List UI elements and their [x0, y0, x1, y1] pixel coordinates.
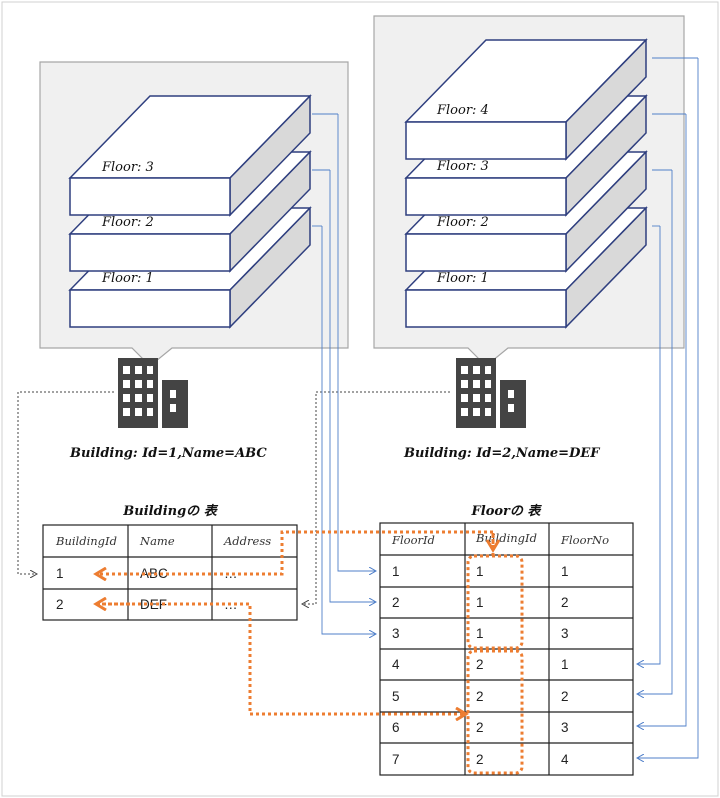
table-cell: 1: [392, 564, 400, 579]
floor-label: Floor: 2: [436, 215, 489, 230]
table-header: FloorNo: [560, 533, 609, 547]
table-cell: 3: [392, 626, 400, 641]
table-cell: 7: [392, 752, 400, 767]
table-header: FloorId: [391, 533, 435, 547]
table-cell: …: [224, 566, 238, 581]
table-cell: 2: [476, 657, 484, 672]
table-cell: 6: [392, 720, 400, 735]
floor-label: Floor: 1: [101, 271, 154, 286]
orange-link-1: [96, 530, 495, 574]
building-1-slab-3: Floor: 3: [68, 94, 312, 217]
table-cell: 2: [476, 689, 484, 704]
blue-links-building-1: [312, 113, 376, 634]
floor-label: Floor: 2: [101, 215, 154, 230]
table-cell: 5: [392, 689, 400, 704]
floor-label: Floor: 1: [436, 271, 489, 286]
highlight-group-1: [466, 554, 524, 650]
building-2-caption: Building: Id=2,Name=DEF: [403, 446, 600, 461]
table-cell: 3: [561, 720, 569, 735]
floor-label: Floor: 3: [436, 159, 489, 174]
link-building2-row: [302, 391, 450, 604]
building-icon: [456, 358, 526, 428]
table-header: Name: [139, 534, 175, 548]
building-1-caption: Building: Id=1,Name=ABC: [69, 446, 267, 461]
building-icon: [118, 358, 188, 428]
floor-table-title: Floorの 表: [471, 503, 543, 519]
orange-link-2: [96, 602, 466, 714]
table-cell: 2: [56, 597, 64, 612]
table-cell: 1: [56, 566, 64, 581]
floor-label: Floor: 4: [436, 103, 489, 118]
table-cell: 2: [476, 752, 484, 767]
table-cell: 2: [561, 595, 569, 610]
table-cell: 2: [392, 595, 400, 610]
building-table-title: Buildingの 表: [122, 503, 218, 519]
table-cell: DEF: [140, 597, 167, 612]
table-cell: 1: [561, 657, 569, 672]
floor-table: FloorId BuildingId FloorNo 1 1 1 2 1 2 3…: [379, 522, 634, 776]
table-cell: 4: [392, 657, 400, 672]
building-2-slab-4: Floor: 4: [404, 38, 648, 161]
table-header: Address: [223, 534, 271, 548]
table-cell: 4: [561, 752, 569, 767]
blue-links-building-2: [637, 57, 699, 758]
floor-label: Floor: 3: [101, 160, 154, 175]
table-cell: 1: [476, 564, 484, 579]
table-cell: 3: [561, 626, 569, 641]
table-cell: 1: [476, 626, 484, 641]
table-cell: 2: [561, 689, 569, 704]
table-cell: 1: [561, 564, 569, 579]
link-building1-row: [17, 391, 114, 574]
table-cell: 1: [476, 595, 484, 610]
table-header: BuildingId: [55, 534, 117, 548]
table-cell: 2: [476, 720, 484, 735]
